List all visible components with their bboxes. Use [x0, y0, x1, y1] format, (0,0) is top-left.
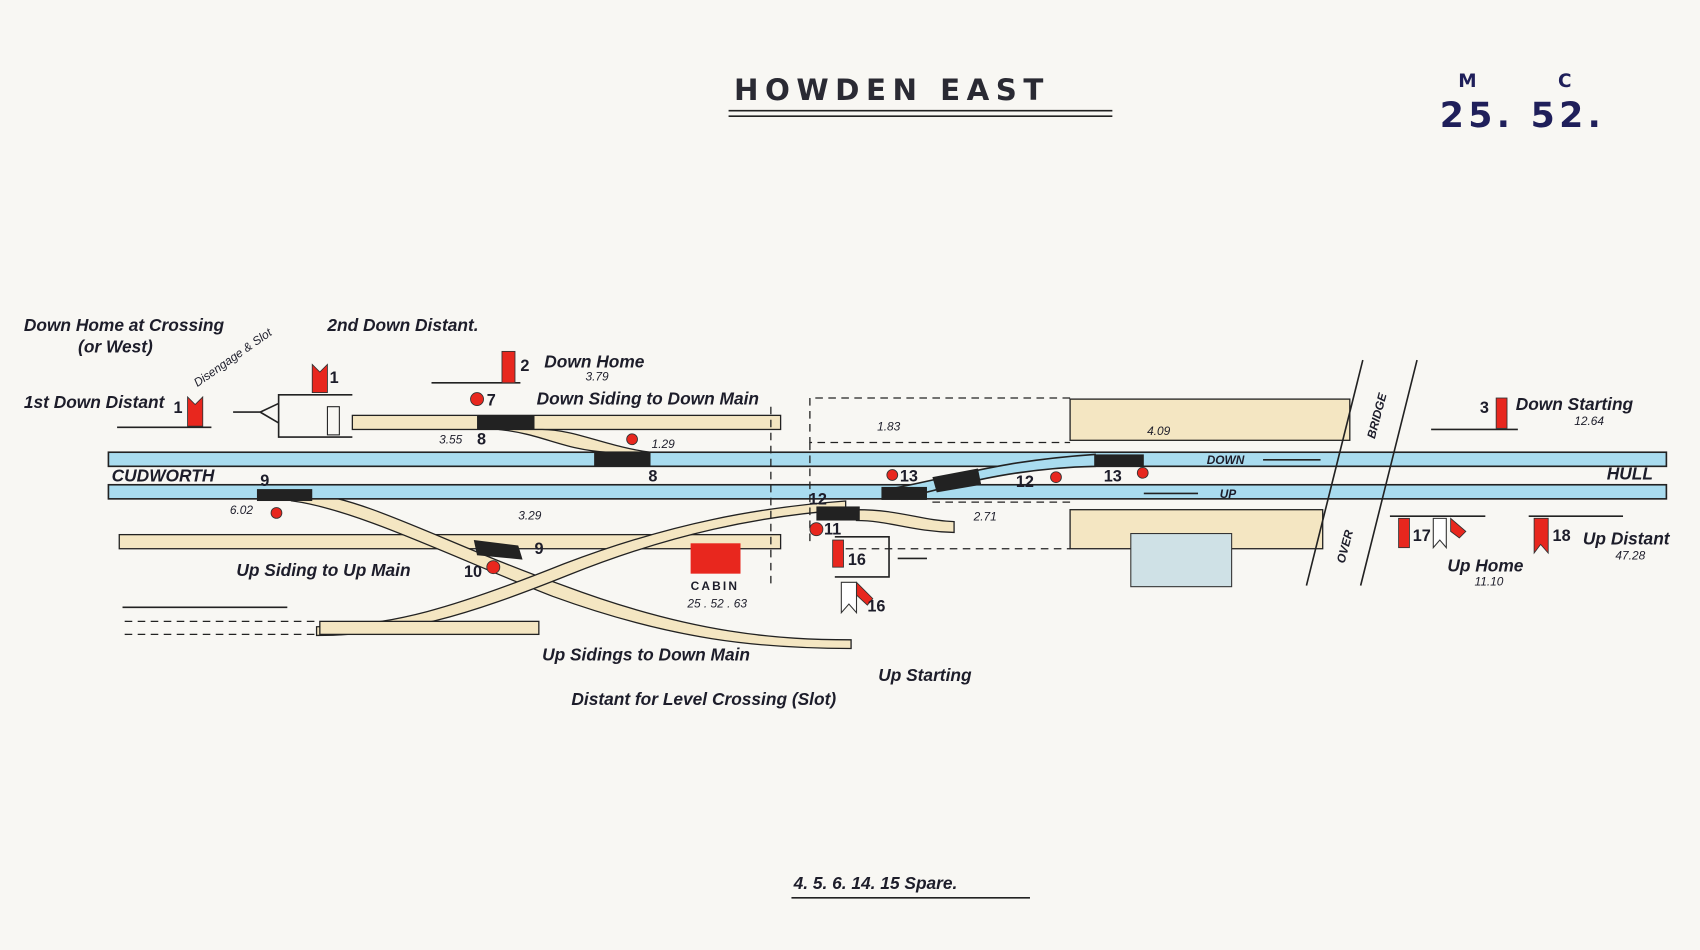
- svg-text:1: 1: [330, 369, 339, 387]
- label-distant-level-crossing: Distant for Level Crossing (Slot): [571, 689, 836, 709]
- cabin-label: CABIN: [691, 579, 740, 593]
- svg-text:18: 18: [1553, 527, 1571, 545]
- label-up-sidings-down-main: Up Sidings to Down Main: [542, 644, 750, 664]
- signal-9-disc: [270, 507, 283, 519]
- svg-text:9: 9: [535, 540, 544, 558]
- second-down-distant-signal: [311, 363, 328, 394]
- label-second-down-distant: 2nd Down Distant.: [326, 315, 478, 335]
- point-boxes: [256, 415, 1144, 560]
- dist-up-distant: 47.28: [1615, 549, 1645, 563]
- station-building: [1130, 533, 1233, 588]
- svg-text:9: 9: [260, 472, 269, 490]
- svg-text:16: 16: [848, 551, 866, 569]
- label-down-siding: Down Siding to Down Main: [537, 389, 759, 409]
- svg-text:12: 12: [1016, 473, 1034, 491]
- signal-cabin: [690, 543, 741, 574]
- level-crossing-east: [834, 535, 927, 578]
- dist-602: 6.02: [230, 503, 254, 517]
- signal-10: [486, 560, 501, 575]
- lever-numbers: 1 1 2 3 7 8 8 9 9 10 11 12 12 13 13 16 1…: [173, 357, 1570, 616]
- label-down-starting: Down Starting: [1516, 394, 1634, 414]
- svg-text:7: 7: [487, 392, 496, 410]
- signal-12-disc: [1050, 471, 1062, 484]
- up-home-signal: [1398, 517, 1410, 549]
- label-up-distant: Up Distant: [1583, 528, 1671, 548]
- level-crossing-west: [233, 393, 353, 438]
- svg-text:10: 10: [464, 563, 482, 581]
- dist-up-home: 11.10: [1474, 575, 1503, 589]
- svg-text:13: 13: [900, 468, 918, 486]
- svg-text:2: 2: [520, 357, 529, 375]
- spare-levers-note: 4. 5. 6. 14. 15 Spare.: [793, 873, 958, 893]
- svg-text:3: 3: [1480, 399, 1489, 417]
- sidings: [118, 414, 955, 650]
- cudworth-label: CUDWORTH: [112, 466, 215, 486]
- down-line-label: DOWN: [1207, 453, 1245, 467]
- over-label: OVER: [1334, 528, 1356, 565]
- dist-329: 3.29: [518, 508, 542, 522]
- signals: [117, 350, 1624, 615]
- down-main-line: [107, 451, 1668, 468]
- svg-text:12: 12: [809, 490, 827, 508]
- svg-text:8: 8: [648, 468, 657, 486]
- svg-text:17: 17: [1413, 527, 1431, 545]
- dist-down-home: 3.79: [585, 370, 609, 384]
- dist-409: 4.09: [1147, 424, 1171, 438]
- up-line-label: UP: [1220, 487, 1237, 501]
- signal-13b-disc: [1136, 466, 1149, 479]
- signal-16-home: [832, 539, 844, 568]
- dist-129: 1.29: [652, 437, 676, 451]
- label-first-down-distant: 1st Down Distant: [24, 392, 166, 412]
- label-up-starting: Up Starting: [878, 665, 972, 685]
- miles-label: M: [1458, 71, 1476, 92]
- chains-label: C: [1558, 71, 1572, 92]
- label-or-west: (or West): [78, 336, 153, 356]
- mileage-value: 25. 52.: [1440, 96, 1605, 136]
- dist-355: 3.55: [439, 433, 463, 447]
- signal-7: [470, 392, 484, 407]
- slot-signal: [840, 581, 858, 615]
- svg-text:8: 8: [477, 431, 486, 449]
- hull-label: HULL: [1607, 463, 1653, 483]
- signal-13-disc: [886, 469, 899, 481]
- dist-271: 2.71: [973, 510, 997, 524]
- boundary-lines: [770, 397, 1071, 586]
- svg-text:13: 13: [1104, 468, 1122, 486]
- down-platform: [1069, 398, 1351, 441]
- signal-8-disc: [626, 433, 638, 446]
- cabin-mileage: 25 . 52 . 63: [686, 596, 747, 610]
- diagram-title: HOWDEN EAST: [734, 73, 1050, 107]
- down-home-signal: [501, 350, 516, 384]
- label-up-siding-up-main: Up Siding to Up Main: [236, 560, 410, 580]
- label-down-home-crossing: Down Home at Crossing: [24, 315, 225, 335]
- over-bridge: [1305, 359, 1418, 586]
- bridge-label: BRIDGE: [1364, 391, 1390, 440]
- signal-11: [809, 522, 824, 537]
- svg-text:11: 11: [824, 521, 841, 539]
- up-distant-signal: [1533, 517, 1549, 555]
- svg-text:1: 1: [173, 399, 182, 417]
- first-down-distant-signal: [187, 395, 204, 427]
- label-down-home: Down Home: [544, 352, 644, 372]
- dist-down-starting: 12.64: [1574, 414, 1604, 428]
- dist-183: 1.83: [877, 420, 901, 434]
- down-starting-signal: [1495, 397, 1508, 429]
- label-up-home: Up Home: [1447, 555, 1523, 575]
- svg-text:16: 16: [867, 598, 885, 616]
